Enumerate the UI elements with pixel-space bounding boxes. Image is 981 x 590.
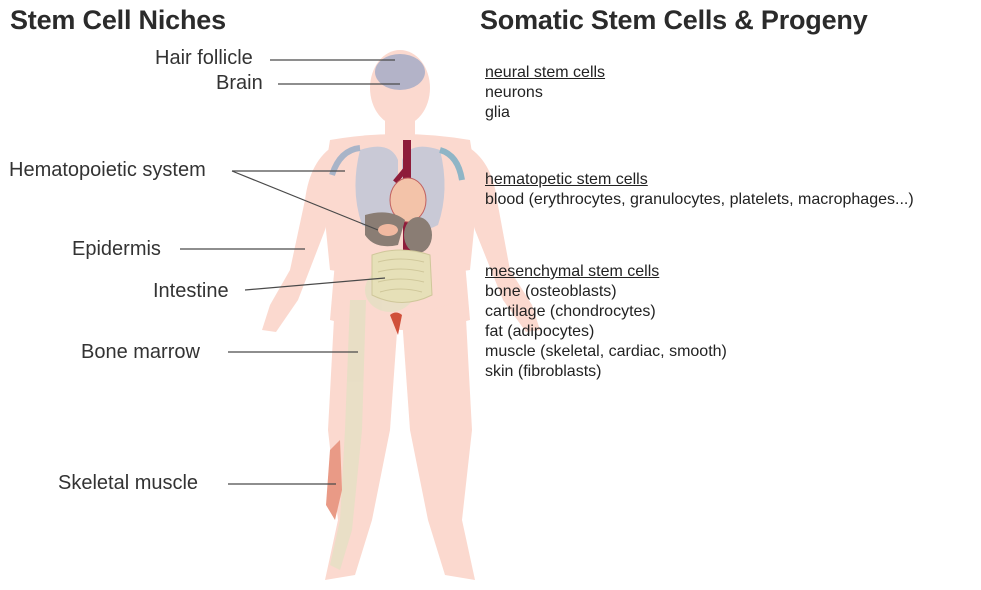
hematopoietic-stem-cells-block: hematopetic stem cells blood (erythrocyt… [485, 170, 914, 210]
label-hematopoietic-system: Hematopoietic system [9, 159, 206, 182]
intestine-shape [372, 250, 432, 303]
hematopoietic-title: hematopetic stem cells [485, 170, 914, 190]
label-hair-follicle: Hair follicle [155, 47, 253, 70]
mesenchymal-item: cartilage (chondrocytes) [485, 302, 727, 322]
mesenchymal-title: mesenchymal stem cells [485, 262, 727, 282]
label-bone-marrow: Bone marrow [81, 341, 200, 364]
neural-item: glia [485, 103, 605, 123]
mesenchymal-item: skin (fibroblasts) [485, 362, 727, 382]
stomach-shape [404, 217, 432, 253]
mesenchymal-item: bone (osteoblasts) [485, 282, 727, 302]
mesenchymal-stem-cells-block: mesenchymal stem cells bone (osteoblasts… [485, 262, 727, 382]
neural-stem-cells-block: neural stem cells neurons glia [485, 63, 605, 123]
spleen-shape [378, 224, 398, 236]
left-heading: Stem Cell Niches [10, 5, 226, 36]
label-skeletal-muscle: Skeletal muscle [58, 472, 198, 495]
hematopoietic-item: blood (erythrocytes, granulocytes, plate… [485, 190, 914, 210]
label-brain: Brain [216, 72, 263, 95]
label-intestine: Intestine [153, 280, 229, 303]
neural-item: neurons [485, 83, 605, 103]
right-heading: Somatic Stem Cells & Progeny [480, 5, 868, 36]
mesenchymal-item: muscle (skeletal, cardiac, smooth) [485, 342, 727, 362]
neural-title: neural stem cells [485, 63, 605, 83]
label-epidermis: Epidermis [72, 238, 161, 261]
mesenchymal-item: fat (adipocytes) [485, 322, 727, 342]
